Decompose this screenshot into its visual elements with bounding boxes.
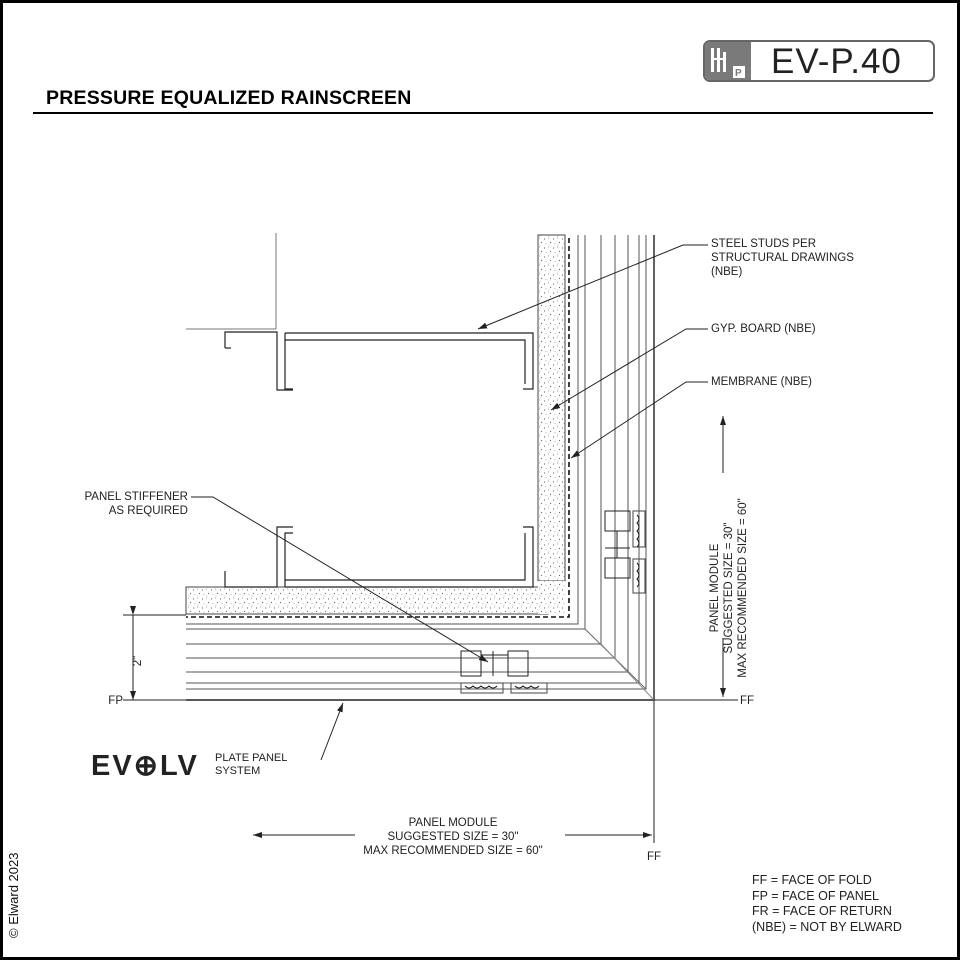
legend-nbe: (NBE) = NOT BY ELWARD — [752, 919, 902, 934]
horizontal-module-line-1: PANEL MODULE — [409, 817, 498, 829]
vertical-module-line-3: MAX RECOMMENDED SIZE = 60" — [737, 498, 749, 678]
face-of-panel — [186, 235, 655, 701]
page-title: PRESSURE EQUALIZED RAINSCREEN — [46, 87, 412, 109]
steel-studs-label-1: STEEL STUDS PER — [711, 238, 816, 250]
callouts: STEEL STUDS PER STRUCTURAL DRAWINGS (NBE… — [84, 238, 854, 863]
leader-panel-stiffener — [191, 496, 489, 663]
membrane-label: MEMBRANE (NBE) — [711, 376, 812, 388]
rainscreen-corner-detail: STEEL STUDS PER STRUCTURAL DRAWINGS (NBE… — [33, 112, 933, 863]
steel-stud-top — [224, 331, 534, 391]
legend-fp: FP = FACE OF PANEL — [752, 888, 880, 903]
dimension-lines — [123, 416, 738, 843]
panel-stiffener-vertical — [604, 510, 646, 594]
leader-plate-panel — [320, 702, 344, 761]
ff-right-label: FF — [740, 695, 754, 707]
sheet-number: EV-P.40 — [771, 42, 902, 81]
leader-membrane — [570, 381, 708, 459]
horizontal-module-line-2: SUGGESTED SIZE = 30" — [388, 831, 519, 843]
plate-panel-label: PLATE PANEL — [215, 752, 287, 764]
sheet-number-badge: P EV-P.40 — [703, 40, 935, 82]
elward-logo-icon: P — [705, 42, 751, 80]
abbreviation-legend: FF = FACE OF FOLD FP = FACE OF PANEL FR … — [752, 873, 902, 935]
evolv-brand: EV⊕LV PLATE PANEL SYSTEM — [91, 750, 287, 782]
vertical-module-line-1: PANEL MODULE — [709, 543, 721, 632]
panel-stiffener-label-2: AS REQUIRED — [109, 505, 188, 517]
vertical-module-line-2: SUGGESTED SIZE = 30" — [723, 523, 735, 654]
gyp-board-vertical — [537, 234, 566, 582]
steel-stud-bottom — [224, 526, 534, 588]
leader-gyp-board — [550, 328, 708, 411]
panel-stiffener-label-1: PANEL STIFFENER — [84, 491, 188, 503]
membrane-line — [186, 238, 570, 618]
steel-studs-label-3: (NBE) — [711, 266, 742, 278]
gyp-board-label: GYP. BOARD (NBE) — [711, 323, 816, 335]
evolv-logo: EV⊕LV — [91, 750, 199, 782]
svg-text:P: P — [735, 68, 742, 79]
legend-fr: FR = FACE OF RETURN — [752, 904, 892, 918]
dimension-2in-label: 2" — [132, 656, 144, 666]
system-label: SYSTEM — [215, 765, 260, 777]
leader-steel-studs — [477, 244, 708, 330]
leader-lines — [191, 244, 708, 761]
legend-ff: FF = FACE OF FOLD — [752, 873, 872, 887]
gyp-board-horizontal — [185, 586, 549, 615]
ff-bottom-label: FF — [647, 851, 661, 863]
wall-assembly — [185, 233, 655, 701]
copyright-notice: © Elward 2023 — [6, 852, 21, 938]
horizontal-module-line-3: MAX RECOMMENDED SIZE = 60" — [363, 845, 543, 857]
steel-studs-label-2: STRUCTURAL DRAWINGS — [711, 252, 854, 264]
fp-label: FP — [108, 695, 123, 707]
vertical-module-label: PANEL MODULE SUGGESTED SIZE = 30" MAX RE… — [709, 498, 749, 678]
